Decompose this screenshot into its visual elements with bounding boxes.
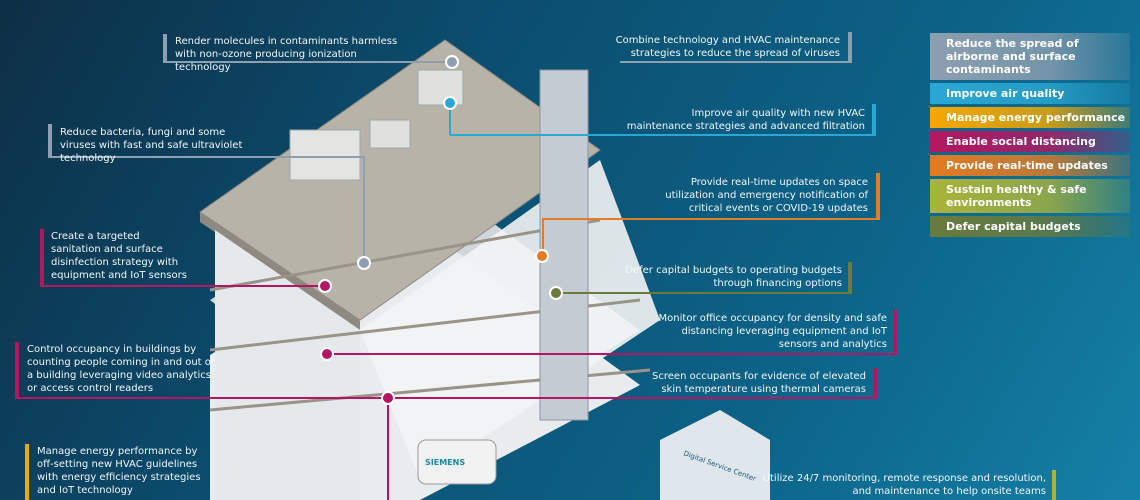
leader-line [450,134,876,136]
hotspot-sanitation[interactable] [318,279,332,293]
hotspot-air-quality[interactable] [443,96,457,110]
leader-line [556,292,852,294]
callout-hvac-combine: Combine technology and HVAC maintenance … [615,35,840,59]
hotspot-monitor[interactable] [320,347,334,361]
callout-bar [872,104,876,136]
callout-sanitation: Create a targeted sanitation and surface… [51,231,187,281]
callout-bar [893,310,897,355]
leader-line [387,398,389,500]
callout-realtime: Provide real-time updates on space utili… [665,177,868,214]
legend-item: Reduce the spread of airborne and surfac… [930,33,1130,80]
callout-bar [876,173,880,220]
leader-line [40,285,325,287]
callout-bar [848,262,852,294]
legend: Reduce the spread of airborne and surfac… [930,33,1130,240]
callout-bar [25,444,29,500]
building: Digital Service Center SIEMENS [199,39,770,500]
callout-uv: Reduce bacteria, fungi and some viruses … [60,127,243,164]
legend-item: Provide real-time updates [930,155,1130,176]
van-logo: SIEMENS [425,458,465,467]
hotspot-defer[interactable] [549,286,563,300]
leader-line [542,218,544,256]
leader-line [363,156,365,263]
callout-bar [48,124,52,157]
hotspot-realtime[interactable] [535,249,549,263]
callout-energy: Manage energy performance by off-setting… [37,446,201,496]
callout-bar [163,34,167,62]
leader-line [449,103,451,135]
leader-line [163,61,452,63]
callout-bar [848,32,852,62]
callout-air-quality: Improve air quality with new HVAC mainte… [626,108,865,132]
callout-bar [40,229,44,287]
legend-item: Sustain healthy & safe environments [930,179,1130,213]
callout-defer: Defer capital budgets to operating budge… [625,265,842,289]
callout-ionization: Render molecules in contaminants harmles… [175,36,398,73]
callout-monitor: Monitor office occupancy for density and… [658,313,887,350]
callout-bar [873,368,877,399]
hotspot-occupancy[interactable] [381,391,395,405]
callout-occupancy-control: Control occupancy in buildings by counti… [27,344,215,394]
legend-item: Manage energy performance [930,107,1130,128]
leader-line [543,218,880,220]
callout-utilize: Utilize 24/7 monitoring, remote response… [762,473,1046,497]
hotspot-ionization[interactable] [445,55,459,69]
leader-line [620,61,852,63]
leader-line [327,353,897,355]
leader-line [48,156,364,158]
legend-item: Enable social distancing [930,131,1130,152]
hotspot-uv[interactable] [357,256,371,270]
legend-item: Improve air quality [930,83,1130,104]
callout-screen: Screen occupants for evidence of elevate… [652,371,866,395]
callout-bar [15,342,19,399]
callout-bar [1052,470,1056,500]
leader-line [15,397,877,399]
legend-item: Defer capital budgets [930,216,1130,237]
